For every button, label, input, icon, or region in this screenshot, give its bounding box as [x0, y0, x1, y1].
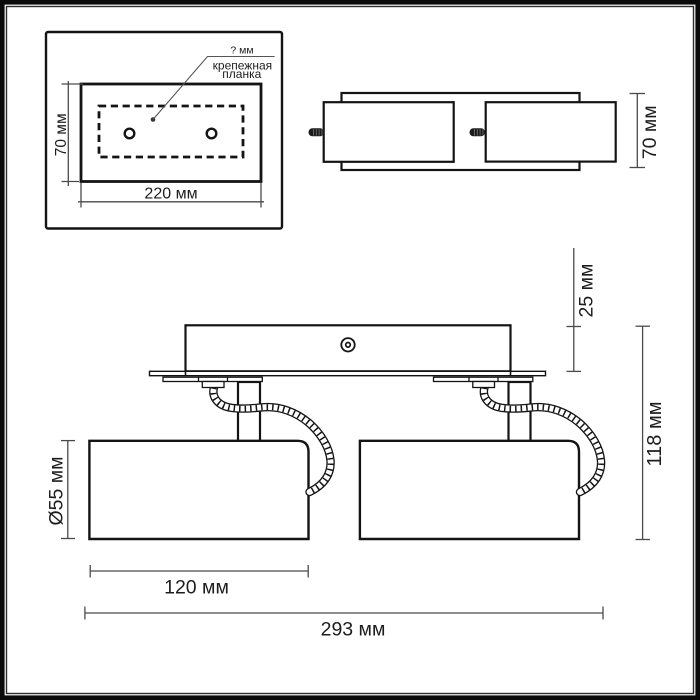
- svg-text:планка: планка: [222, 67, 261, 81]
- svg-text:? мм: ? мм: [230, 45, 253, 57]
- svg-text:Ø55 мм: Ø55 мм: [46, 456, 68, 525]
- svg-text:крепежная: крепежная: [213, 58, 272, 72]
- svg-text:70 мм: 70 мм: [639, 105, 661, 159]
- svg-text:220 мм: 220 мм: [144, 186, 197, 203]
- svg-text:120 мм: 120 мм: [164, 577, 229, 599]
- svg-text:70 мм: 70 мм: [53, 113, 70, 156]
- svg-text:25 мм: 25 мм: [576, 264, 598, 318]
- svg-text:293 мм: 293 мм: [321, 619, 386, 641]
- svg-text:118 мм: 118 мм: [644, 402, 666, 467]
